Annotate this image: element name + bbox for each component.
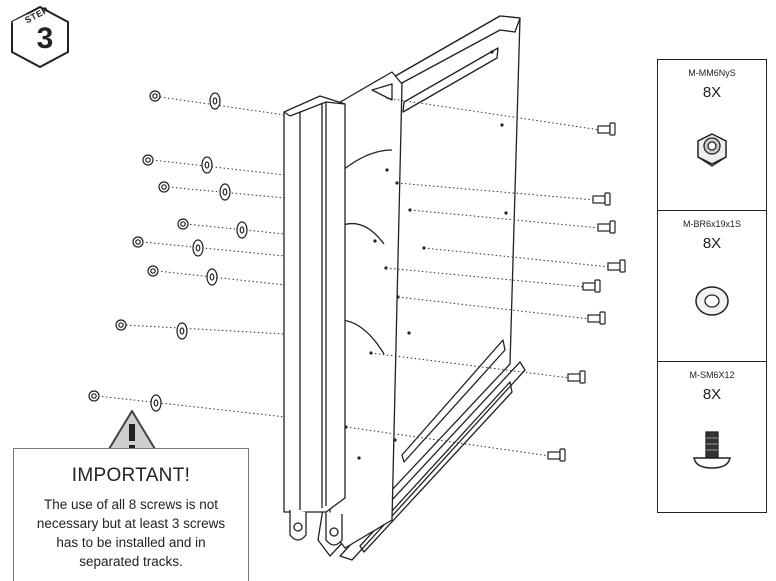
hexagon-icon [11,5,69,69]
washer-icon [695,286,729,316]
washer-icon [192,239,204,257]
step-number: 3 [36,22,54,55]
nut-icon [142,154,154,166]
part-quantity: 8X [702,386,722,403]
part-code: M-SM6X12 [689,370,735,380]
part-quantity: 8X [702,84,722,101]
nylon-lock-nut-icon [697,133,727,167]
washer-icon [206,268,218,286]
important-text-line: The use of all 8 screws is not [43,497,219,512]
bolt-icon [582,279,601,293]
nut-icon [115,319,127,331]
bolt-icon [587,311,606,325]
important-notice: IMPORTANT! The use of all 8 screws is no… [13,448,249,581]
bolt-icon [567,370,586,384]
part-item-bolt: M-SM6X12 8X [657,361,767,513]
bolt-icon [607,259,626,273]
important-text-line: separated tracks. [79,554,183,569]
step-badge: STEP 3 [8,4,72,70]
bolt-icon [597,122,616,136]
washer-icon [236,221,248,239]
washer-icon [219,183,231,201]
nut-icon [147,265,159,277]
nut-icon [88,390,100,402]
bolt-icon [592,192,611,206]
nut-icon [149,90,161,102]
vertical-post [283,95,346,513]
nut-icon [158,181,170,193]
important-text-line: has to be installed and in [56,535,206,550]
bolt-icon [597,220,616,234]
washer-icon [201,156,213,174]
bolt-icon [547,448,566,462]
part-quantity: 8X [702,235,722,252]
parts-list: M-MM6NyS 8X M-BR6x19x1S 8X M-SM6X12 8X [657,59,767,513]
important-text-line: necessary but at least 3 screws [36,516,226,531]
bolt-icon [693,431,731,469]
washer-icon [176,322,188,340]
nut-icon [132,236,144,248]
important-title: IMPORTANT! [71,465,191,486]
part-code: M-MM6NyS [688,68,736,78]
washer-icon [209,92,221,110]
part-item-washer: M-BR6x19x1S 8X [657,210,767,362]
part-code: M-BR6x19x1S [682,219,742,229]
washer-icon [150,394,162,412]
part-item-nut: M-MM6NyS 8X [657,59,767,211]
post-foot [289,510,307,541]
nut-icon [177,218,189,230]
